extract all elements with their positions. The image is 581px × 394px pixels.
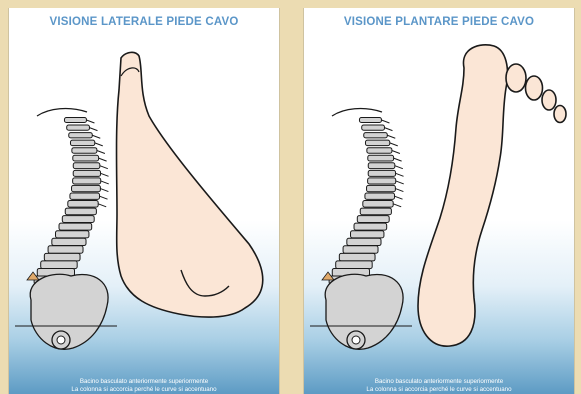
rib-stub [97, 150, 105, 153]
caption-line-2: La colonna si accorcia perché le curve s… [9, 386, 279, 394]
vertebra [368, 155, 394, 161]
caption-line-1: Bacino basculato anteriormente superiorm… [304, 378, 574, 386]
rib-stub [395, 189, 403, 192]
rib-stub [387, 135, 395, 138]
vertebra [365, 140, 389, 145]
rib-stub [99, 158, 107, 161]
vertebra [41, 261, 77, 269]
vertebra [70, 140, 94, 145]
rib-stub [393, 204, 401, 207]
neck-line [332, 109, 382, 116]
rib-stub [390, 143, 398, 146]
vertebra [70, 193, 100, 199]
vertebra [59, 223, 92, 230]
rib-stub [98, 204, 106, 207]
vertebra [73, 163, 100, 169]
caption-line-1: Bacino basculato anteriormente superiorm… [9, 378, 279, 386]
vertebra [65, 208, 96, 215]
vertebra [72, 185, 101, 191]
vertebra [357, 216, 389, 223]
panel-plantar-view: VISIONE PLANTARE PIEDE CAVO Bacino bascu… [303, 8, 575, 394]
pelvis-icon [30, 274, 108, 349]
rib-stub [396, 181, 404, 184]
vertebra [44, 253, 80, 261]
rib-stub [395, 196, 403, 199]
vertebra [73, 170, 100, 176]
vertebra [73, 178, 101, 184]
vertebra [367, 148, 392, 154]
rib-stub [100, 189, 108, 192]
rib-stub [92, 135, 100, 138]
rib-stub [101, 181, 109, 184]
vertebra [68, 201, 98, 208]
vertebra [363, 201, 393, 208]
vertebra [339, 253, 375, 261]
vertebra [72, 148, 97, 154]
rib-stub [394, 158, 402, 161]
rib-stub [86, 120, 94, 123]
spine-skeleton-icon [310, 109, 412, 350]
vertebra [362, 125, 385, 130]
vertebra [56, 231, 89, 238]
rib-stub [100, 196, 108, 199]
vertebra [347, 238, 381, 245]
panel-lateral-illustration [9, 8, 279, 394]
rib-stub [381, 120, 389, 123]
panel-lateral-view: VISIONE LATERALE PIEDE CAVO Bacino bascu… [8, 8, 280, 394]
vertebra [48, 246, 83, 253]
plantar-foot-icon [418, 45, 566, 346]
rib-stub [100, 166, 108, 169]
pelvis-icon [325, 274, 403, 349]
rib-stub [89, 128, 97, 131]
rib-stub [396, 173, 404, 176]
vertebra [52, 238, 86, 245]
vertebra [368, 163, 395, 169]
vertebra [62, 216, 94, 223]
rib-stub [384, 128, 392, 131]
vertebra [73, 155, 99, 161]
vertebra [368, 170, 395, 176]
vertebra [368, 178, 396, 184]
rib-stub [395, 166, 403, 169]
vertebra [351, 231, 384, 238]
vertebra [67, 125, 90, 130]
vertebra [64, 118, 86, 123]
panel-plantar-illustration [304, 8, 574, 394]
vertebra [343, 246, 378, 253]
rib-stub [101, 173, 109, 176]
panel-title-lateral: VISIONE LATERALE PIEDE CAVO [9, 16, 279, 28]
spine-skeleton-icon [15, 109, 117, 350]
caption-line-2: La colonna si accorcia perché le curve s… [304, 386, 574, 394]
vertebra [354, 223, 387, 230]
vertebra [336, 261, 372, 269]
vertebra [360, 208, 391, 215]
vertebra [359, 118, 381, 123]
lateral-foot-icon [117, 52, 263, 317]
vertebra [367, 185, 396, 191]
rib-stub [95, 143, 103, 146]
vertebra [69, 133, 93, 138]
panel-title-plantar: VISIONE PLANTARE PIEDE CAVO [304, 16, 574, 28]
vertebra [364, 133, 388, 138]
neck-line [37, 109, 87, 116]
vertebra [365, 193, 395, 199]
rib-stub [392, 150, 400, 153]
